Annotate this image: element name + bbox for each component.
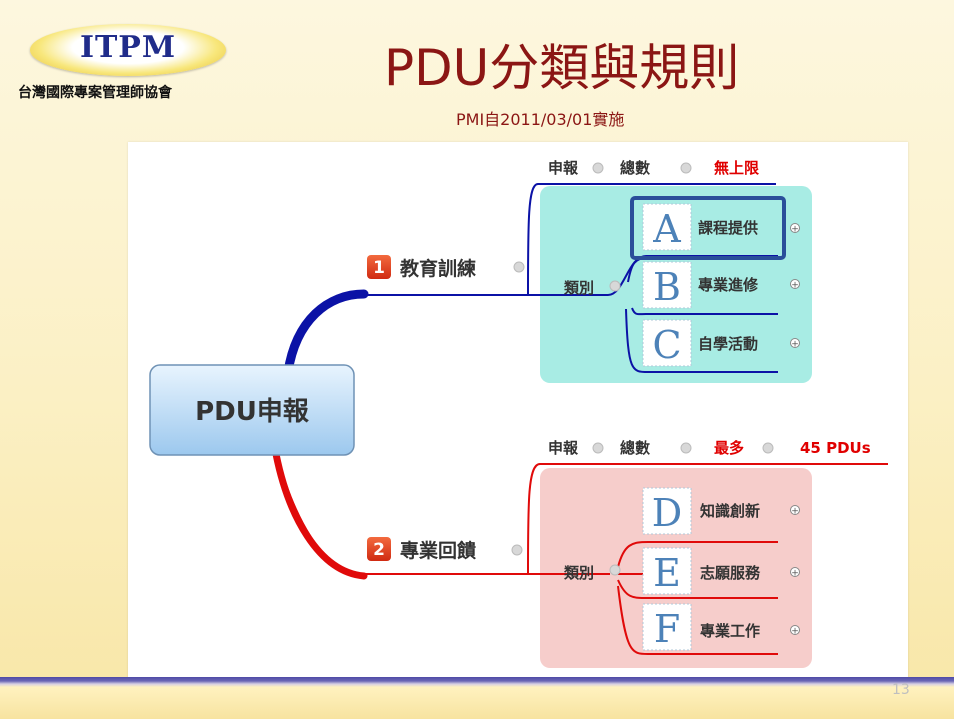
limit-value: 最多 [714,439,744,457]
item-letter: B [653,265,681,309]
item-letter: F [654,607,680,651]
footer-bar [0,677,954,719]
organization-name: 台灣國際專案管理師協會 [18,85,172,101]
collapse-icon[interactable] [513,261,525,273]
report-label: 申報 [548,439,579,457]
item-label: 志願服務 [700,564,761,582]
item-label: 知識創新 [700,502,760,520]
limit-value: 無上限 [714,159,759,177]
max-pdu-value: 45 PDUs [800,439,871,457]
item-c[interactable]: C 自學活動 + [642,319,800,367]
mind-map: PDU申報 1 教育訓練 申報 總數 無上限 類別 A [149,159,888,668]
item-label: 課程提供 [698,219,758,237]
letter-tile [642,487,692,535]
branch-2-node[interactable]: 2 專業回饋 [367,537,523,562]
plus-glyph: + [791,507,799,517]
item-letter: D [652,491,682,535]
logo-text: ITPM [79,30,177,65]
collapse-icon[interactable] [680,442,692,454]
expand-icon[interactable] [790,505,800,515]
collapse-icon[interactable] [762,442,774,454]
plus-glyph: + [791,225,799,235]
item-letter: E [653,551,681,595]
letter-tile [642,203,692,251]
letter-tile [642,261,692,309]
item-e[interactable]: E 志願服務 + [642,547,800,595]
slide-title: PDU分類與規則 [384,39,740,97]
item-label: 專業進修 [698,276,759,294]
collapse-icon[interactable] [511,544,523,556]
branch-1-label: 教育訓練 [400,257,476,280]
total-label: 總數 [620,439,650,457]
plus-glyph: + [791,627,799,637]
item-a[interactable]: A 課程提供 + [630,196,800,260]
expand-icon[interactable] [790,223,800,233]
plus-glyph: + [791,569,799,579]
item-d[interactable]: D 知識創新 + [642,487,800,535]
root-node[interactable]: PDU申報 [149,364,355,456]
item-letter: C [652,323,681,367]
root-label: PDU申報 [195,397,310,427]
collapse-icon[interactable] [609,564,621,576]
branch-2-label: 專業回饋 [400,539,476,562]
collapse-icon[interactable] [609,280,621,292]
report-label: 申報 [548,159,579,177]
collapse-icon[interactable] [592,442,604,454]
branch-1-number: 1 [373,258,385,278]
branch-2-number-badge [367,537,391,561]
category-label: 類別 [563,564,594,582]
slide-subtitle: PMI自2011/03/01實施 [456,110,625,129]
branch-1-node[interactable]: 1 教育訓練 [367,255,525,280]
expand-icon[interactable] [790,567,800,577]
item-label: 專業工作 [700,622,760,640]
letter-tile [642,547,692,595]
item-f[interactable]: F 專業工作 + [642,603,800,651]
category-label: 類別 [563,279,594,297]
expand-icon[interactable] [790,279,800,289]
item-letter: A [652,207,681,251]
letter-tile [642,603,692,651]
selected-item-border [630,196,786,260]
mind-map-panel: PDU申報 1 教育訓練 申報 總數 無上限 類別 A [128,142,908,682]
plus-glyph: + [791,281,799,291]
expand-icon[interactable] [790,625,800,635]
logo-oval [30,24,226,76]
branch-2-thick-stroke [272,450,368,580]
page-number: 13 [892,682,910,698]
plus-glyph: + [791,340,799,350]
item-label: 自學活動 [698,335,758,353]
branch-1-number-badge [367,255,391,279]
collapse-icon[interactable] [592,162,604,174]
collapse-icon[interactable] [680,162,692,174]
total-label: 總數 [620,159,650,177]
expand-icon[interactable] [790,338,800,348]
branch-2-number: 2 [373,540,385,560]
letter-tile [642,319,692,367]
item-b[interactable]: B 專業進修 + [642,261,800,309]
branch-1-thick-stroke [283,289,369,377]
itpm-logo: ITPM [30,24,226,78]
